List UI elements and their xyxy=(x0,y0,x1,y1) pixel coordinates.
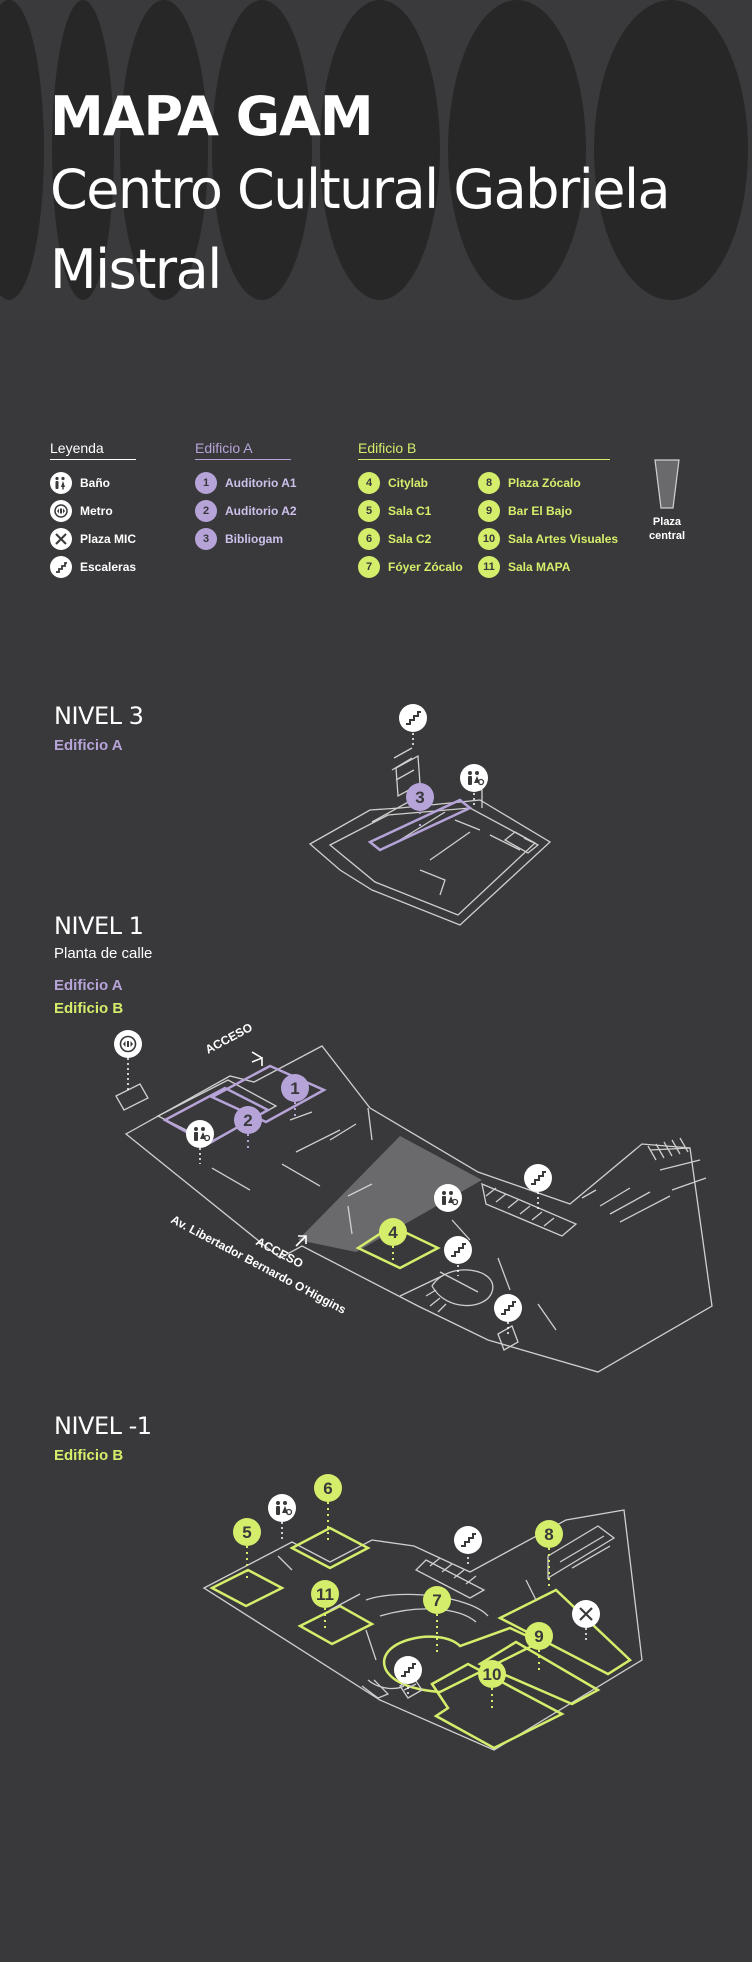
map-level-3: 3 xyxy=(308,703,552,926)
legend-item-label: Plaza MIC xyxy=(80,532,137,546)
legend-item: 9 Bar El Bajo xyxy=(478,497,610,525)
metro-icon xyxy=(50,500,72,522)
plaza-central-icon xyxy=(654,459,680,509)
legend-item-metro: Metro xyxy=(50,497,136,525)
page-subtitle-line2: Mistral xyxy=(50,238,222,301)
legend-item-label: Citylab xyxy=(388,476,429,490)
level-minus1-building-b: Edificio B xyxy=(54,1447,124,1464)
legend-item-label: Sala C1 xyxy=(388,504,432,518)
number-badge: 1 xyxy=(195,472,217,494)
legend-item-label: Auditorio A2 xyxy=(225,504,297,518)
legend-heading: Leyenda xyxy=(50,440,136,460)
decorative-oval xyxy=(120,0,208,300)
number-badge: 7 xyxy=(358,556,380,578)
legend-item-label: Metro xyxy=(80,504,113,518)
legend-item: 8 Plaza Zócalo xyxy=(478,469,610,497)
legend-heading: Edificio A xyxy=(195,440,291,460)
legend-item: 6 Sala C2 xyxy=(358,525,478,553)
food-icon xyxy=(50,528,72,550)
svg-text:10: 10 xyxy=(483,1665,502,1684)
decorative-oval xyxy=(448,0,586,300)
acceso-label-top: ACCESO xyxy=(203,1020,255,1056)
legend-item: 1 Auditorio A1 xyxy=(195,469,297,497)
svg-text:4: 4 xyxy=(388,1223,398,1242)
restroom-icon xyxy=(50,472,72,494)
header: MAPA GAM Centro Cultural Gabriela Mistra… xyxy=(0,0,752,320)
svg-text:11: 11 xyxy=(316,1585,334,1604)
level-title-3: NIVEL 3 xyxy=(54,702,144,730)
legend-item: 2 Auditorio A2 xyxy=(195,497,297,525)
svg-text:3: 3 xyxy=(415,788,424,807)
decorative-oval xyxy=(212,0,312,300)
number-badge: 8 xyxy=(478,472,500,494)
legend-item-label: Plaza Zócalo xyxy=(508,476,581,490)
legend-item: 3 Bibliogam xyxy=(195,525,291,553)
level-3-building-a: Edificio A xyxy=(54,737,123,754)
number-badge: 4 xyxy=(358,472,380,494)
legend-item: 7 Fóyer Zócalo xyxy=(358,553,478,581)
decorative-oval xyxy=(52,0,114,300)
stairs-icon xyxy=(50,556,72,578)
level-title-minus1: NIVEL -1 xyxy=(54,1412,152,1440)
legend-item-label: Fóyer Zócalo xyxy=(388,560,463,574)
svg-text:6: 6 xyxy=(323,1479,332,1498)
plaza-label-2: central xyxy=(648,530,686,542)
level-1-building-a: Edificio A xyxy=(54,977,123,994)
svg-text:5: 5 xyxy=(242,1523,251,1542)
number-badge: 11 xyxy=(478,556,500,578)
legend-item-label: Bibliogam xyxy=(225,532,284,546)
svg-text:8: 8 xyxy=(544,1525,553,1544)
legend-item-escaleras: Escaleras xyxy=(50,553,136,581)
decorative-oval xyxy=(320,0,440,300)
legend-item-label: Escaleras xyxy=(80,560,137,574)
map-level-1: 2 1 4 ACCESO ACCESO Av. Libertador Berna… xyxy=(113,1020,713,1373)
number-badge: 10 xyxy=(478,528,500,550)
decorative-oval xyxy=(594,0,748,300)
legend-item-bano: Baño xyxy=(50,469,136,497)
level-title-1: NIVEL 1 xyxy=(54,912,144,940)
plaza-label-1: Plaza xyxy=(652,516,682,528)
title-block: MAPA GAM Centro Cultural Gabriela Mistra… xyxy=(50,84,671,310)
level-1-subtitle: Planta de calle xyxy=(54,945,153,962)
svg-text:1: 1 xyxy=(290,1079,299,1098)
legend-item-label: Sala Artes Visuales xyxy=(508,532,619,546)
legend-item-label: Auditorio A1 xyxy=(225,476,297,490)
number-badge: 9 xyxy=(478,500,500,522)
legend-item-label: Bar El Bajo xyxy=(508,504,573,518)
legend-item: 11 Sala MAPA xyxy=(478,553,610,581)
svg-text:2: 2 xyxy=(243,1111,252,1130)
legend-heading: Edificio B xyxy=(358,440,610,460)
legend-item: 10 Sala Artes Visuales xyxy=(478,525,618,553)
legend-item-plaza-mic: Plaza MIC xyxy=(50,525,136,553)
legend-item-label: Sala C2 xyxy=(388,532,432,546)
svg-text:7: 7 xyxy=(432,1591,441,1610)
legend-plaza-central: Plaza central xyxy=(646,458,688,543)
number-badge: 3 xyxy=(195,528,217,550)
page-subtitle-line1: Centro Cultural Gabriela xyxy=(50,158,671,221)
svg-text:9: 9 xyxy=(534,1627,543,1646)
legend-item: 4 Citylab xyxy=(358,469,478,497)
legend-general: Leyenda Baño Metro Plaza MIC Escaleras xyxy=(50,440,136,581)
map-level-minus1: 5 6 11 7 8 9 10 xyxy=(202,1474,643,1751)
legend-edificio-a: Edificio A 1 Auditorio A1 2 Auditorio A2 3… xyxy=(195,440,297,553)
level-1-building-b: Edificio B xyxy=(54,1000,124,1017)
number-badge: 5 xyxy=(358,500,380,522)
number-badge: 2 xyxy=(195,500,217,522)
legend-item-label: Sala MAPA xyxy=(508,560,571,574)
number-badge: 6 xyxy=(358,528,380,550)
legend-item-label: Baño xyxy=(80,476,110,490)
page-title: MAPA GAM xyxy=(50,85,374,148)
legend-item: 5 Sala C1 xyxy=(358,497,478,525)
